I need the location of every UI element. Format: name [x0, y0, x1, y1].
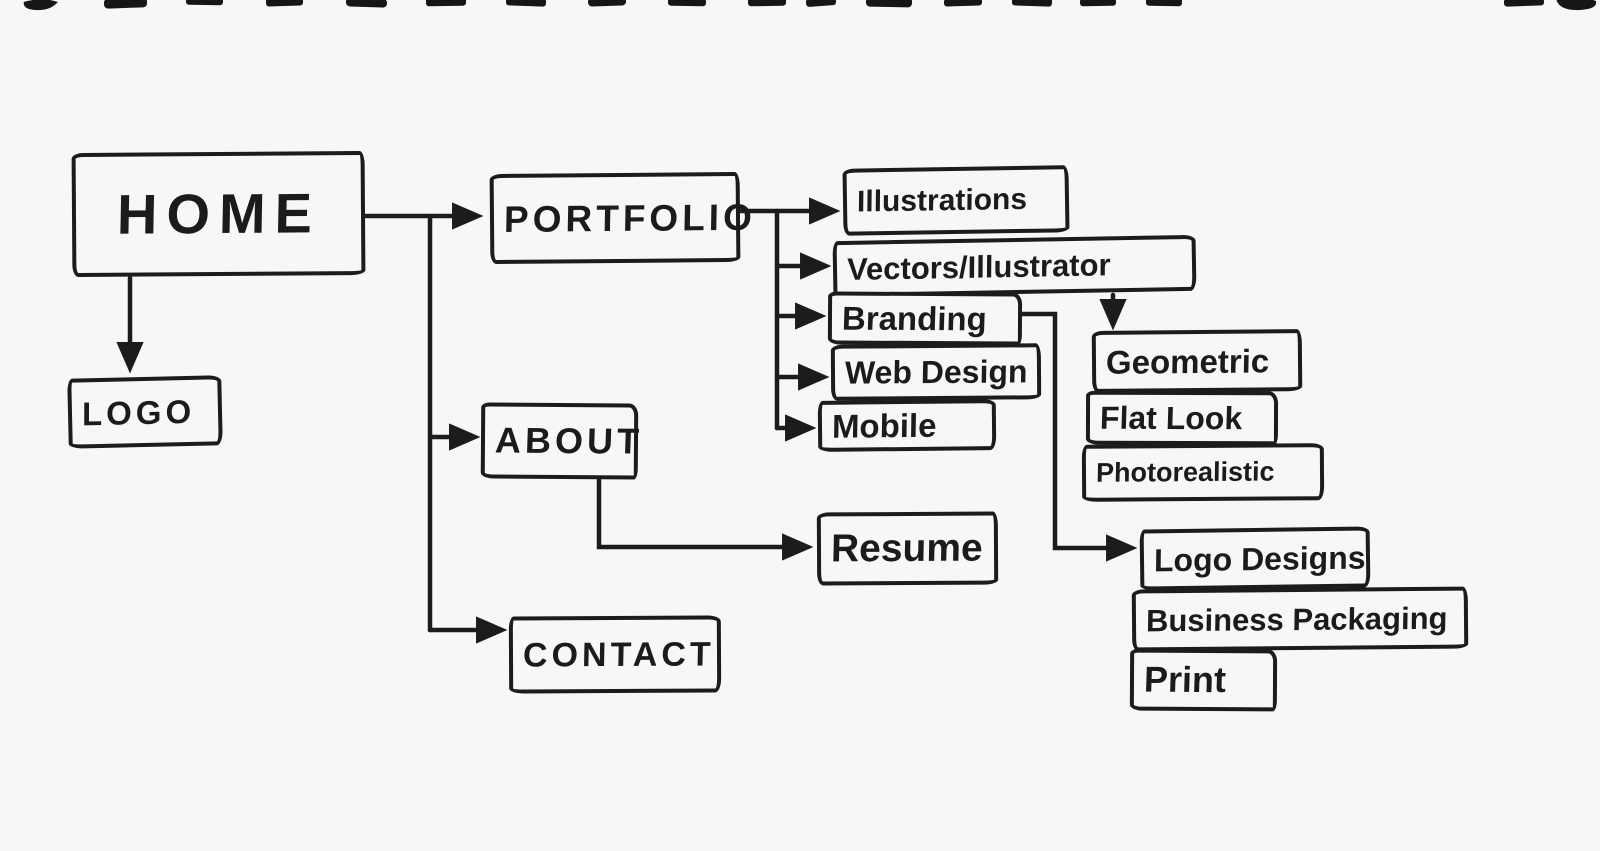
node-flat-look-label: Flat Look — [1099, 399, 1243, 437]
node-logo-designs: Logo Designs — [1139, 526, 1371, 591]
node-portfolio: PORTFOLIO — [489, 171, 756, 265]
node-branding-label: Branding — [841, 299, 988, 338]
node-illustrations: Illustrations — [842, 165, 1070, 236]
node-web-design: Web Design — [830, 343, 1042, 401]
node-resume: Resume — [816, 511, 999, 586]
node-home-label: HOME — [115, 181, 322, 246]
node-branding: Branding — [827, 291, 1023, 346]
node-logo-designs-label: Logo Designs — [1153, 538, 1366, 578]
torn-paper-edge-marks — [23, 0, 1597, 11]
node-portfolio-label: PORTFOLIO — [503, 196, 757, 240]
node-home: HOME — [71, 150, 366, 278]
connector-about-resume — [596, 476, 814, 561]
node-mobile: Mobile — [817, 399, 997, 452]
node-contact: CONTACT — [508, 615, 722, 694]
node-business-packaging-label: Business Packaging — [1145, 600, 1448, 638]
node-logo-label: LOGO — [81, 392, 196, 432]
node-about-label: ABOUT — [494, 419, 644, 462]
node-web-design-label: Web Design — [844, 353, 1028, 391]
node-geometric-label: Geometric — [1105, 341, 1270, 381]
node-logo: LOGO — [67, 375, 223, 449]
node-photorealistic-label: Photorealistic — [1095, 456, 1275, 488]
node-contact-label: CONTACT — [522, 634, 716, 674]
node-resume-label: Resume — [830, 526, 984, 571]
node-geometric: Geometric — [1091, 329, 1303, 393]
node-mobile-label: Mobile — [831, 406, 937, 445]
node-business-packaging: Business Packaging — [1131, 586, 1469, 652]
node-vectors-illustrator: Vectors/Illustrator — [832, 234, 1197, 298]
connector-branding-logodesigns — [1019, 311, 1138, 562]
node-illustrations-label: Illustrations — [856, 182, 1028, 219]
node-print: Print — [1129, 648, 1278, 712]
node-photorealistic: Photorealistic — [1081, 443, 1325, 502]
node-flat-look: Flat Look — [1085, 390, 1279, 446]
node-about: ABOUT — [480, 402, 644, 480]
node-print-label: Print — [1143, 658, 1227, 701]
node-vectors-illustrator-label: Vectors/Illustrator — [846, 246, 1111, 287]
